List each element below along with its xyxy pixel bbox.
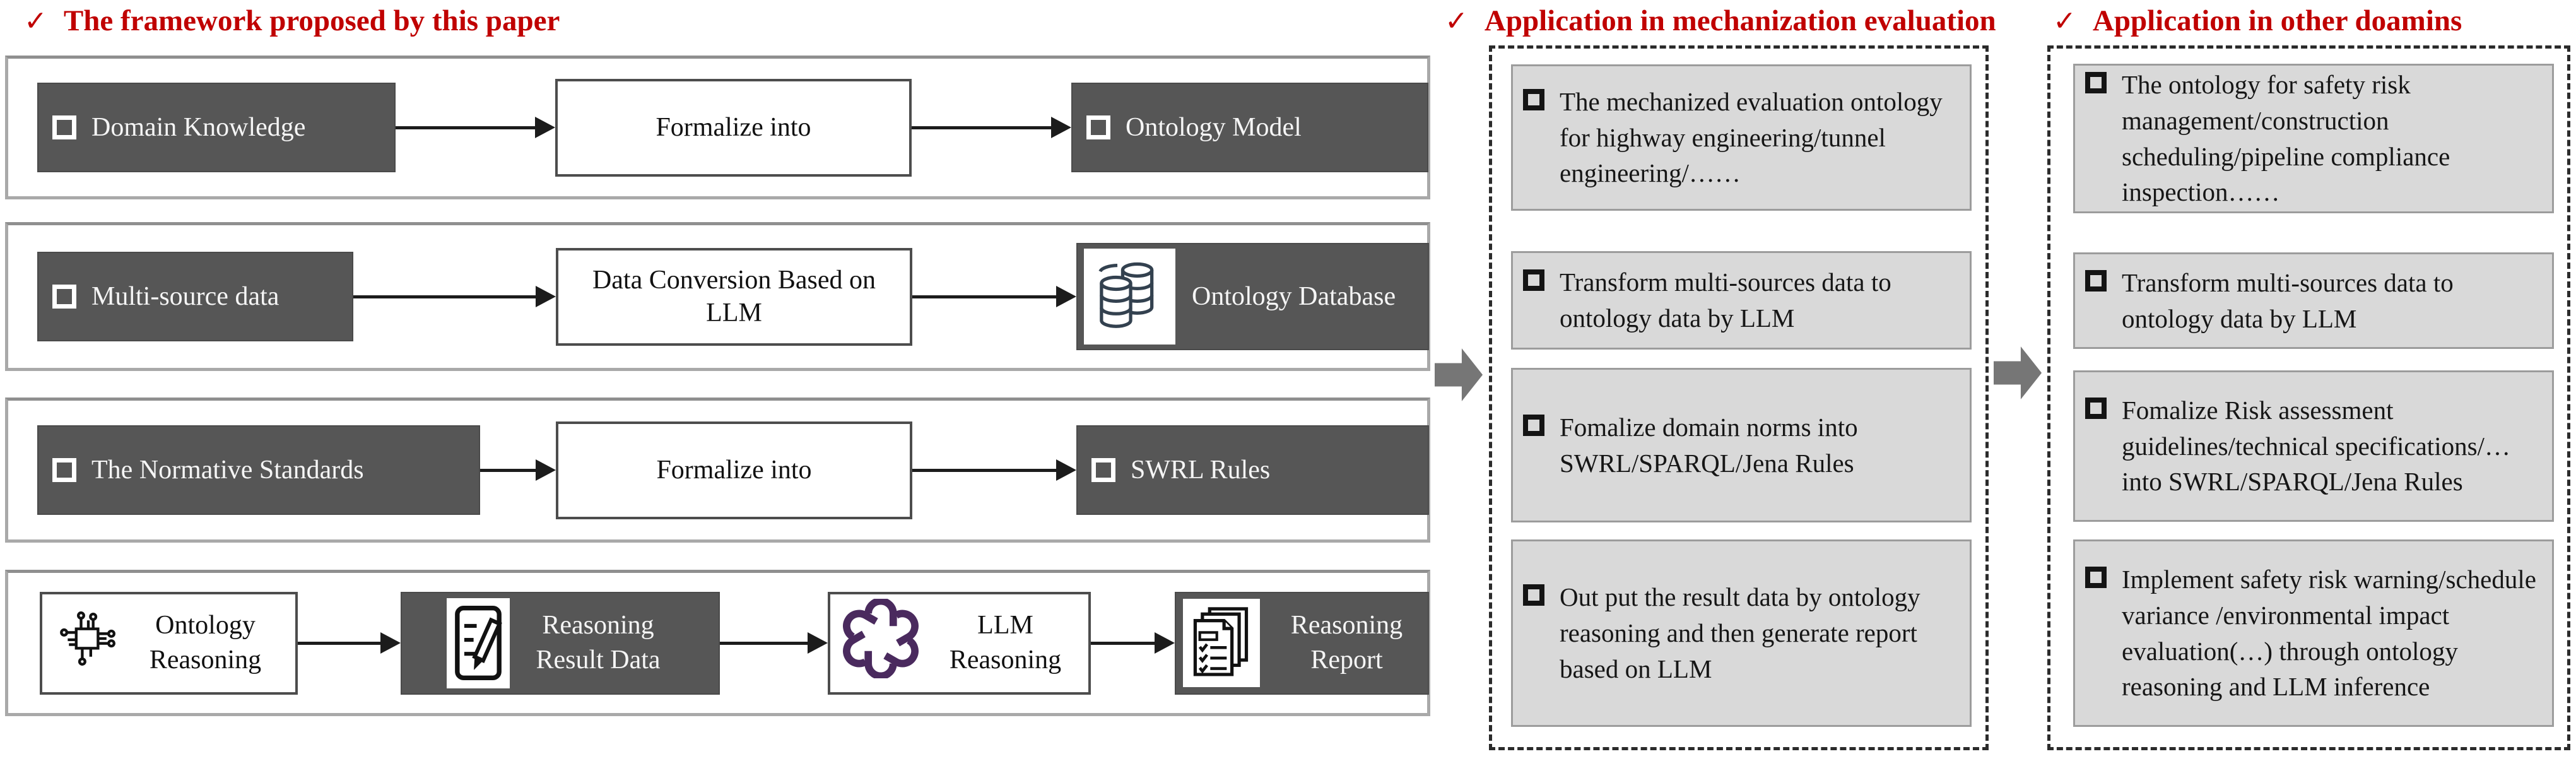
- box-ontology-reasoning: Ontology Reasoning: [40, 591, 298, 695]
- item-text: Implement safety risk warning/schedule v…: [2122, 564, 2536, 702]
- box-label: Ontology Reasoning: [149, 611, 262, 675]
- mechanization-item-1: The mechanized evaluation ontology for h…: [1511, 64, 1972, 211]
- chip-icon: [58, 608, 119, 678]
- other-domains-item-2: Transform multi-sources data to ontology…: [2073, 252, 2554, 349]
- checkbox-icon: [1091, 458, 1115, 482]
- box-data-conversion-llm: Data Conversion Based on LLM: [556, 247, 912, 346]
- check-icon: ✓: [2053, 6, 2076, 37]
- box-normative-standards: The Normative Standards: [37, 425, 480, 515]
- box-label: Ontology Database: [1192, 282, 1396, 311]
- item-text: Fomalize Risk assessment guidelines/tech…: [2122, 395, 2510, 497]
- flow-arrow: [720, 632, 828, 654]
- box-reasoning-report: Reasoning Report: [1175, 591, 1429, 695]
- flow-arrow: [396, 117, 555, 138]
- box-ontology-model: Ontology Model: [1071, 83, 1428, 172]
- mechanization-section-title: ✓ Application in mechanization evaluatio…: [1445, 4, 1996, 38]
- checkbox-icon: [52, 115, 76, 139]
- framework-row-4: Ontology Reasoning Reasoning Result Data: [5, 570, 1430, 716]
- notepad-pencil-icon: [447, 598, 510, 688]
- flow-arrow: [298, 632, 401, 654]
- checkbox-icon: [1086, 115, 1110, 139]
- box-label: Formalize into: [656, 112, 811, 142]
- box-label: Reasoning Result Data: [536, 611, 661, 675]
- framework-row-3: The Normative Standards Formalize into S…: [5, 398, 1430, 543]
- checkbox-icon: [52, 458, 76, 482]
- box-formalize-into-1: Formalize into: [555, 78, 912, 177]
- box-ontology-database: Ontology Database: [1076, 243, 1429, 350]
- section-arrow-right-icon: [1994, 344, 2043, 405]
- flow-arrow: [1091, 632, 1175, 654]
- mechanization-item-3: Fomalize domain norms into SWRL/SPARQL/J…: [1511, 368, 1972, 522]
- mechanization-item-2: Transform multi-sources data to ontology…: [1511, 251, 1972, 350]
- box-label: Ontology Model: [1126, 113, 1302, 142]
- box-label: Multi-source data: [91, 282, 279, 311]
- box-label: Data Conversion Based on LLM: [592, 265, 876, 328]
- framework-row-1: Domain Knowledge Formalize into Ontology…: [5, 56, 1430, 199]
- flow-arrow: [912, 117, 1071, 138]
- database-icon: [1084, 249, 1175, 345]
- item-text: Transform multi-sources data to ontology…: [2122, 268, 2454, 333]
- other-domains-item-4: Implement safety risk warning/schedule v…: [2073, 539, 2554, 727]
- box-multi-source-data: Multi-source data: [37, 252, 353, 341]
- flow-arrow: [480, 459, 556, 481]
- other-domains-item-1: The ontology for safety risk management/…: [2073, 64, 2554, 213]
- other-domains-item-3: Fomalize Risk assessment guidelines/tech…: [2073, 370, 2554, 522]
- box-reasoning-result-data: Reasoning Result Data: [401, 591, 720, 695]
- box-label: The Normative Standards: [91, 456, 364, 485]
- flow-arrow: [353, 286, 556, 307]
- box-domain-knowledge: Domain Knowledge: [37, 83, 396, 172]
- flow-arrow: [912, 286, 1076, 307]
- checkbox-icon: [52, 285, 76, 309]
- item-text: Fomalize domain norms into SWRL/SPARQL/J…: [1560, 412, 1858, 478]
- section-arrow-right-icon: [1435, 346, 1484, 407]
- other-domains-title-text: Application in other doamins: [2092, 4, 2462, 37]
- item-text: The ontology for safety risk management/…: [2122, 69, 2450, 207]
- item-text: The mechanized evaluation ontology for h…: [1560, 86, 1943, 188]
- box-label: Formalize into: [656, 455, 812, 485]
- checkbox-icon: [2085, 269, 2107, 292]
- checkbox-icon: [2085, 397, 2107, 419]
- other-domains-section-title: ✓ Application in other doamins: [2053, 4, 2462, 38]
- box-llm-reasoning: LLM Reasoning: [828, 591, 1091, 695]
- check-icon: ✓: [1445, 6, 1468, 37]
- checkbox-icon: [1523, 88, 1544, 110]
- report-icon: [1183, 599, 1260, 687]
- framework-section-title: ✓ The framework proposed by this paper: [24, 4, 560, 38]
- checkbox-icon: [2085, 566, 2107, 588]
- checkbox-icon: [1523, 269, 1544, 292]
- box-formalize-into-2: Formalize into: [556, 421, 912, 519]
- other-domains-panel: The ontology for safety risk management/…: [2047, 45, 2570, 750]
- box-label: SWRL Rules: [1131, 456, 1271, 485]
- checkbox-icon: [1523, 414, 1544, 436]
- flow-arrow: [912, 459, 1076, 481]
- item-text: Out put the result data by ontology reas…: [1560, 582, 1920, 683]
- checkbox-icon: [2085, 71, 2107, 93]
- framework-title-text: The framework proposed by this paper: [63, 4, 560, 37]
- box-label: Reasoning Report: [1290, 611, 1403, 675]
- mechanization-title-text: Application in mechanization evaluation: [1484, 4, 1996, 37]
- mechanization-item-4: Out put the result data by ontology reas…: [1511, 539, 1972, 727]
- check-icon: ✓: [24, 6, 47, 37]
- box-label: Domain Knowledge: [91, 113, 306, 142]
- framework-row-2: Multi-source data Data Conversion Based …: [5, 222, 1430, 371]
- box-label: LLM Reasoning: [949, 611, 1062, 675]
- item-text: Transform multi-sources data to ontology…: [1560, 268, 1891, 333]
- openai-icon: [841, 598, 920, 687]
- checkbox-icon: [1523, 584, 1544, 606]
- mechanization-panel: The mechanized evaluation ontology for h…: [1489, 45, 1989, 750]
- box-swrl-rules: SWRL Rules: [1076, 425, 1429, 515]
